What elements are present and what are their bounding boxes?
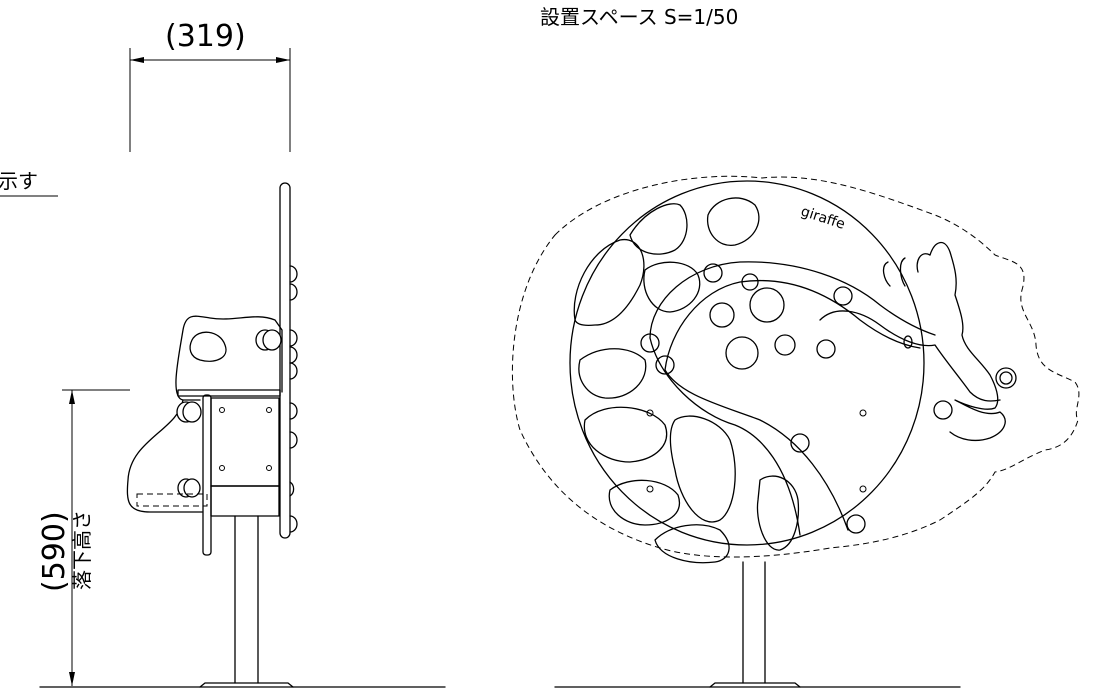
front-view: giraffe [511,175,1080,688]
height-dimension-label: (590) [37,511,72,592]
scale-note: 設置スペース S=1/50 [540,5,738,29]
side-view [126,182,298,688]
width-dimension-label: (319) [165,19,246,54]
clipped-note: 示す [0,169,38,193]
width-dimension [129,48,291,152]
fall-height-label: 落下高さ [70,510,94,590]
height-dimension [62,389,130,686]
